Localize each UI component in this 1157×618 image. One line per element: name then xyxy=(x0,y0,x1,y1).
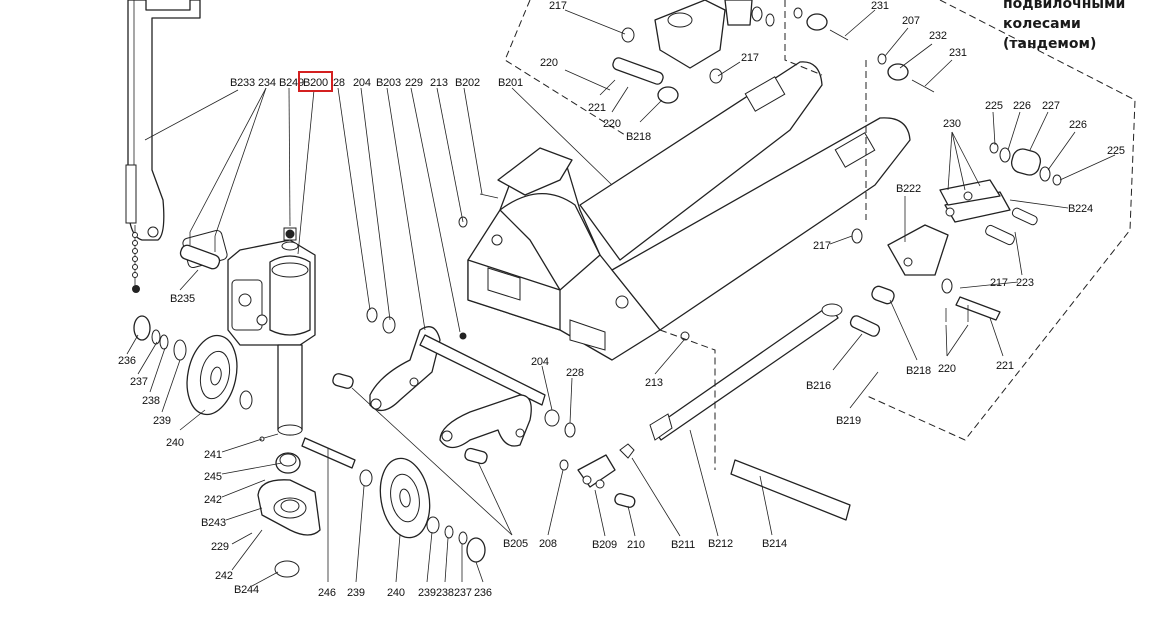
steering-wheel-icon xyxy=(133,315,253,416)
label-237: 237 xyxy=(454,587,472,599)
label-b201: B201 xyxy=(498,77,523,89)
label-b218: B218 xyxy=(626,131,651,143)
label-242: 242 xyxy=(204,494,222,506)
highlight-box xyxy=(298,71,333,92)
label-b244: B244 xyxy=(234,584,259,596)
label-217: 217 xyxy=(990,277,1008,289)
label-221: 221 xyxy=(588,102,606,114)
label-b212: B212 xyxy=(708,538,733,550)
label-b205: B205 xyxy=(503,538,528,550)
label-226: 226 xyxy=(1013,100,1031,112)
handle-icon xyxy=(125,0,201,293)
label-228: 228 xyxy=(566,367,584,379)
leader-lines xyxy=(126,9,1116,587)
label-b200: B200 xyxy=(303,77,328,89)
label-239: 239 xyxy=(347,587,365,599)
label-207: 207 xyxy=(902,15,920,27)
label-204: 204 xyxy=(353,77,371,89)
label-229: 229 xyxy=(211,541,229,553)
label-217: 217 xyxy=(549,0,567,12)
caption-line-3: (тандемом) xyxy=(1003,36,1097,52)
label-225: 225 xyxy=(985,100,1003,112)
label-208: 208 xyxy=(539,538,557,550)
label-241: 241 xyxy=(204,449,222,461)
label-231: 231 xyxy=(949,47,967,59)
label-b209: B209 xyxy=(592,539,617,551)
label-b202: B202 xyxy=(455,77,480,89)
label-217: 217 xyxy=(813,240,831,252)
label-232: 232 xyxy=(929,30,947,42)
label-246: 246 xyxy=(318,587,336,599)
label-b249: B249 xyxy=(279,77,304,89)
label-213: 213 xyxy=(430,77,448,89)
label-220: 220 xyxy=(938,363,956,375)
label-b214: B214 xyxy=(762,538,787,550)
fork-frame-icon xyxy=(458,61,911,361)
label-225: 225 xyxy=(1107,145,1125,157)
label-b211: B211 xyxy=(671,539,695,551)
label-b235: B235 xyxy=(170,293,195,305)
label-226: 226 xyxy=(1069,119,1087,131)
label-b219: B219 xyxy=(836,415,861,427)
label-220: 220 xyxy=(603,118,621,130)
label-b203: B203 xyxy=(376,77,401,89)
label-210: 210 xyxy=(627,539,645,551)
label-b218: B218 xyxy=(906,365,931,377)
steering-wheel-icon xyxy=(301,437,486,563)
label-238: 238 xyxy=(436,587,454,599)
label-b233: B233 xyxy=(230,77,255,89)
push-rod-icon xyxy=(332,307,636,508)
caption-line-1: подвилочными xyxy=(1003,0,1126,12)
label-236: 236 xyxy=(474,587,492,599)
label-245: 245 xyxy=(204,471,222,483)
label-236: 236 xyxy=(118,355,136,367)
label-220: 220 xyxy=(540,57,558,69)
label-239: 239 xyxy=(153,415,171,427)
label-221: 221 xyxy=(996,360,1014,372)
part-labels: B233 234 B249 B200 28 204 B203 229 213 B… xyxy=(118,0,1125,599)
label-b222: B222 xyxy=(896,183,921,195)
label-227: 227 xyxy=(1042,100,1060,112)
label-b224: B224 xyxy=(1068,203,1093,215)
label-242: 242 xyxy=(215,570,233,582)
label-238: 238 xyxy=(142,395,160,407)
label-237: 237 xyxy=(130,376,148,388)
label-217: 217 xyxy=(741,52,759,64)
label-204: 204 xyxy=(531,356,549,368)
caption-line-2: колесами xyxy=(1003,16,1081,32)
label-240: 240 xyxy=(166,437,184,449)
label-239: 239 xyxy=(418,587,436,599)
label-234: 234 xyxy=(258,77,276,89)
tandem-roller-icon xyxy=(851,53,1062,322)
label-213: 213 xyxy=(645,377,663,389)
caption-text: подвилочными колесами (тандемом) xyxy=(1003,0,1153,54)
label-231: 231 xyxy=(871,0,889,12)
label-b216: B216 xyxy=(806,380,831,392)
label-b243: B243 xyxy=(201,517,226,529)
label-28: 28 xyxy=(333,77,345,89)
label-230: 230 xyxy=(943,118,961,130)
label-229: 229 xyxy=(405,77,423,89)
label-240: 240 xyxy=(387,587,405,599)
